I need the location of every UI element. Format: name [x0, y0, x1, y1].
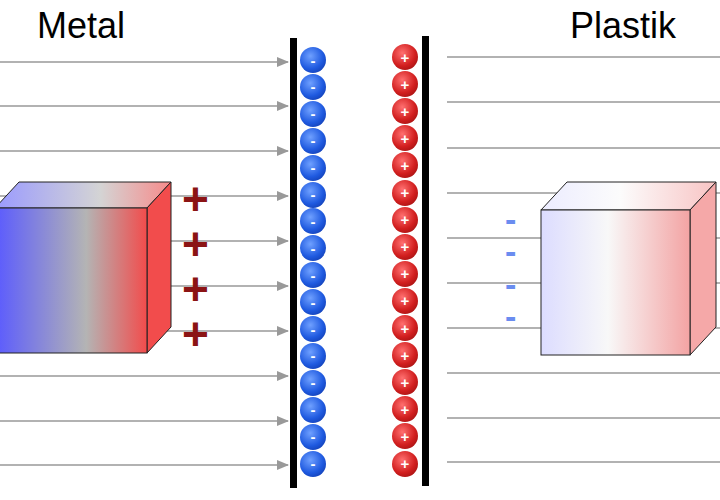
positive-charge: +: [392, 71, 418, 97]
metal-cube: [0, 182, 171, 353]
polarization-charge: -: [505, 202, 516, 236]
negative-charge: -: [300, 74, 326, 100]
field-line: [0, 375, 288, 377]
charge-sign: -: [311, 214, 316, 229]
charge-sign: +: [401, 375, 410, 390]
material-title: Metal: [37, 8, 125, 44]
material-title: Plastik: [570, 8, 676, 44]
plastic-cube: [541, 182, 716, 355]
cube-front: [0, 208, 147, 353]
charge-sign: -: [311, 348, 316, 363]
positive-charge: +: [392, 451, 418, 477]
positive-charge: +: [392, 261, 418, 287]
negative-charge: -: [300, 128, 326, 154]
charge-sign: -: [311, 268, 316, 283]
positive-charge: +: [392, 44, 418, 70]
field-line: [447, 372, 720, 374]
charge-sign: +: [401, 293, 410, 308]
field-line: [447, 147, 720, 149]
positive-charge: +: [392, 207, 418, 233]
negative-charge: -: [300, 289, 326, 315]
charge-sign: +: [401, 456, 410, 471]
field-line: [0, 420, 288, 422]
field-line: [447, 461, 720, 463]
positive-charge: +: [392, 234, 418, 260]
charge-sign: +: [401, 402, 410, 417]
charge-sign: +: [401, 348, 410, 363]
negative-charge: -: [300, 208, 326, 234]
charge-sign: -: [311, 375, 316, 390]
negative-charge: -: [300, 101, 326, 127]
induced-charge: +: [182, 221, 209, 267]
cube-side: [690, 182, 716, 355]
polarization-charge: -: [505, 267, 516, 301]
charge-sign: -: [311, 187, 316, 202]
charge-sign: +: [401, 185, 410, 200]
negative-charge: -: [300, 155, 326, 181]
positive-charge: +: [392, 342, 418, 368]
field-line: [447, 101, 720, 103]
cube-front: [541, 210, 690, 355]
charge-sign: +: [401, 429, 410, 444]
negative-charge: -: [300, 370, 326, 396]
field-line: [0, 105, 288, 107]
charge-sign: +: [401, 50, 410, 65]
field-line: [0, 150, 288, 152]
charge-sign: +: [401, 239, 410, 254]
field-line: [447, 56, 720, 58]
charge-sign: -: [311, 79, 316, 94]
polarization-charge: -: [505, 299, 516, 333]
charge-sign: -: [311, 160, 316, 175]
negative-charge: -: [300, 424, 326, 450]
positive-charge: +: [392, 396, 418, 422]
charge-sign: -: [311, 456, 316, 471]
charge-sign: +: [401, 77, 410, 92]
negative-charge: -: [300, 235, 326, 261]
induced-charge: +: [182, 266, 209, 312]
charge-sign: -: [311, 133, 316, 148]
charge-sign: -: [311, 241, 316, 256]
cube-top: [0, 182, 171, 208]
charge-sign: +: [401, 321, 410, 336]
positive-charge: +: [392, 315, 418, 341]
cube-side: [147, 182, 171, 353]
charge-sign: -: [311, 429, 316, 444]
positive-charge: +: [392, 423, 418, 449]
charge-sign: +: [401, 158, 410, 173]
negative-charge: -: [300, 316, 326, 342]
field-line: [447, 417, 720, 419]
negative-charge: -: [300, 397, 326, 423]
charge-sign: -: [311, 53, 316, 68]
negative-charge: -: [300, 343, 326, 369]
charge-sign: -: [311, 295, 316, 310]
negative-charge: -: [300, 262, 326, 288]
charge-sign: +: [401, 212, 410, 227]
induced-charge: +: [182, 176, 209, 222]
induced-charge: +: [182, 311, 209, 357]
charge-sign: -: [311, 402, 316, 417]
negative-charge: -: [300, 47, 326, 73]
cube-top: [541, 182, 716, 210]
charge-sign: -: [311, 106, 316, 121]
positive-charge: +: [392, 98, 418, 124]
negative-charge: -: [300, 182, 326, 208]
field-line: [0, 61, 288, 63]
positive-charge: +: [392, 180, 418, 206]
negative-charge: -: [300, 451, 326, 477]
capacitor-plate: [422, 36, 429, 486]
charge-sign: +: [401, 266, 410, 281]
polarization-charge: -: [505, 234, 516, 268]
positive-charge: +: [392, 288, 418, 314]
field-line: [0, 464, 288, 466]
capacitor-plate: [290, 38, 297, 488]
charge-sign: -: [311, 322, 316, 337]
positive-charge: +: [392, 152, 418, 178]
charge-sign: +: [401, 104, 410, 119]
positive-charge: +: [392, 125, 418, 151]
positive-charge: +: [392, 369, 418, 395]
charge-sign: +: [401, 131, 410, 146]
